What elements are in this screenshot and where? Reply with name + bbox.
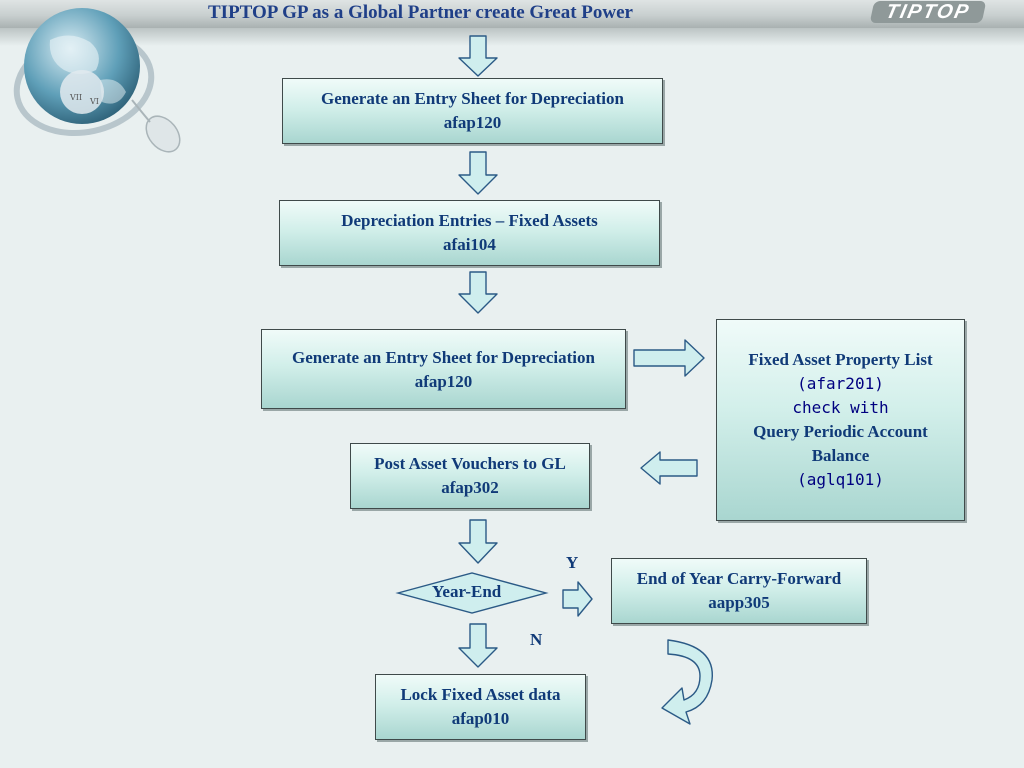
header-shadow (0, 28, 1024, 46)
step-title: Generate an Entry Sheet for Depreciation (292, 348, 595, 367)
step-code: afap010 (451, 709, 510, 728)
step-title: Generate an Entry Sheet for Depreciation (321, 89, 624, 108)
step-code: afai104 (443, 235, 496, 254)
svg-text:VI: VI (89, 97, 99, 106)
step-year-end-carry-forward: End of Year Carry-Forward aapp305 (611, 558, 867, 624)
page-title: TIPTOP GP as a Global Partner create Gre… (208, 2, 633, 23)
step-lock-fixed-asset: Lock Fixed Asset data afap010 (375, 674, 586, 740)
decision-yes-label: Y (566, 553, 579, 572)
arrow-down-3 (458, 271, 498, 314)
step-title: End of Year Carry-Forward (636, 569, 842, 588)
step-post-vouchers: Post Asset Vouchers to GL afap302 (350, 443, 590, 509)
arrow-down-2 (458, 151, 498, 195)
step-code: afap120 (414, 372, 473, 391)
step-code: afap302 (441, 478, 499, 497)
step-title: Depreciation Entries – Fixed Assets (341, 211, 598, 230)
check-line-5: Balance (811, 446, 870, 465)
check-line-6: (aglq101) (797, 470, 884, 489)
arrow-down-1 (458, 35, 498, 77)
check-line-2: (afar201) (797, 374, 884, 393)
decision-no-label: N (530, 630, 543, 649)
step-depreciation-entries: Depreciation Entries – Fixed Assets afai… (279, 200, 660, 266)
arrow-down-5 (458, 623, 498, 668)
header-band (0, 0, 1024, 28)
step-code: afap120 (443, 113, 502, 132)
globe-mouse-emblem: VII VI (13, 8, 181, 153)
step-entry-sheet-2: Generate an Entry Sheet for Depreciation… (261, 329, 626, 409)
arrow-right-to-check (633, 339, 705, 377)
check-line-3: check with (792, 398, 889, 417)
side-check-box: Fixed Asset Property List (afar201) chec… (716, 319, 965, 521)
check-line-4: Query Periodic Account (753, 422, 928, 441)
step-entry-sheet-1: Generate an Entry Sheet for Depreciation… (282, 78, 663, 144)
step-title: Lock Fixed Asset data (400, 685, 561, 704)
svg-text:VII: VII (69, 93, 82, 102)
step-code: aapp305 (708, 593, 770, 612)
check-line-1: Fixed Asset Property List (748, 350, 933, 369)
arrow-right-year-end (562, 581, 593, 617)
step-title: Post Asset Vouchers to GL (374, 454, 566, 473)
arrow-curved-return (661, 639, 713, 725)
arrow-down-4 (458, 519, 498, 564)
arrow-left-from-check (640, 451, 698, 485)
year-end-diamond (395, 572, 549, 614)
decision-label: Year-End (432, 582, 502, 601)
